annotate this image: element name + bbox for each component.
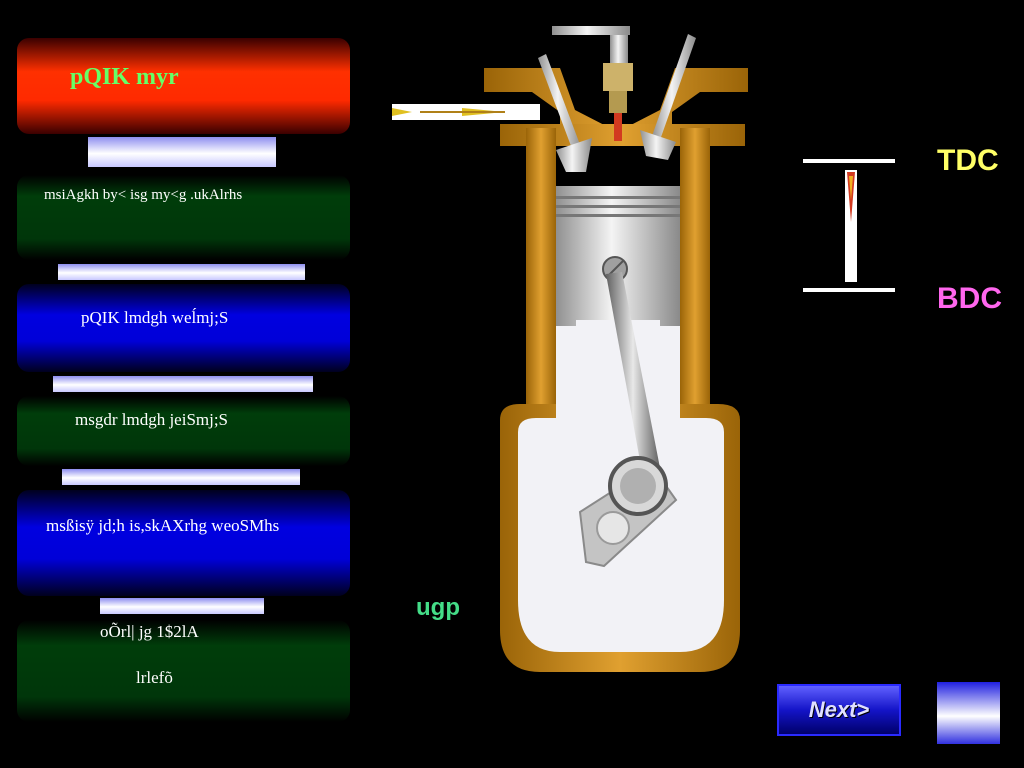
tdc-label: TDC <box>937 144 999 177</box>
cylinder-head <box>484 68 748 146</box>
menu-title: pQIK myr <box>70 64 179 90</box>
menu-item-label: msiAgkh by< isg my<g .ukAlrhs <box>44 187 243 203</box>
separator <box>62 469 300 485</box>
menu-item-sublabel: lrlefõ <box>136 668 173 687</box>
cylinder-block <box>500 128 740 672</box>
exhaust-valve <box>640 34 696 160</box>
status-label: ugp <box>416 594 460 621</box>
menu-item-4[interactable]: msßisÿ jd;h is,skAXrhg weoSMhs <box>17 490 350 596</box>
menu-item-label: pQIK lmdgh weĺmj;S <box>81 308 229 327</box>
separator <box>58 264 305 280</box>
menu-item-3[interactable]: msgdr lmdgh jeiSmj;S <box>17 396 350 466</box>
menu-item-label: msßisÿ jd;h is,skAXrhg weoSMhs <box>46 516 280 535</box>
separator <box>88 137 276 167</box>
connecting-rod <box>606 272 660 472</box>
separator <box>100 598 264 614</box>
next-button-label: Next> <box>808 697 870 722</box>
piston <box>556 186 680 342</box>
next-button[interactable]: Next> <box>777 684 901 736</box>
stroke-indicator <box>803 159 895 292</box>
separator <box>53 376 313 392</box>
nav-square-button[interactable] <box>937 682 1000 744</box>
menu-title-panel[interactable]: pQIK myr <box>17 38 350 134</box>
intake-pipe <box>392 104 540 120</box>
spark-plug <box>552 26 633 141</box>
menu-item-label: oÕrl| jg 1$2lA <box>100 622 199 641</box>
menu-item-5[interactable]: oÕrl| jg 1$2lA lrlefõ <box>17 620 350 722</box>
bdc-label: BDC <box>937 282 1002 315</box>
menu-item-label: msgdr lmdgh jeiSmj;S <box>75 410 229 429</box>
menu-item-2[interactable]: pQIK lmdgh weĺmj;S <box>17 284 350 372</box>
intake-valve <box>538 54 592 172</box>
crankshaft <box>578 456 678 568</box>
menu-item-1[interactable]: msiAgkh by< isg my<g .ukAlrhs <box>17 175 350 260</box>
